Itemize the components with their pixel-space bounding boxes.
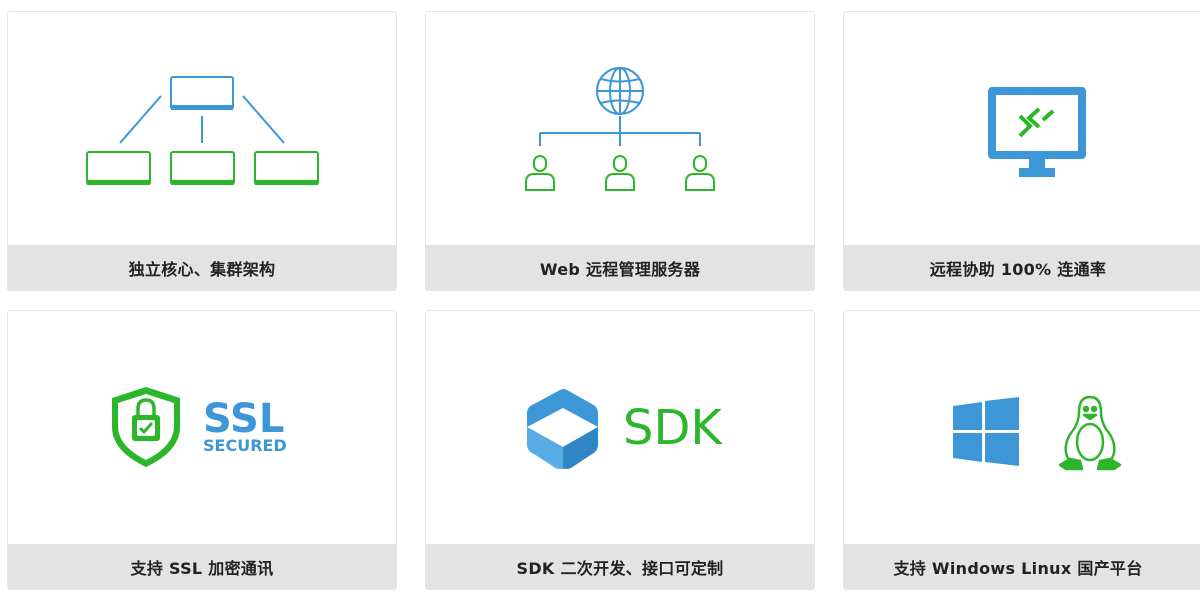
feature-card-ssl: SSL SECURED 支持 SSL 加密通讯 (7, 310, 397, 590)
feature-card-sdk: SDK SDK 二次开发、接口可定制 (425, 310, 815, 590)
feature-caption: Web 远程管理服务器 (426, 245, 814, 290)
web-management-globe-icon (426, 12, 814, 246)
ssl-badge-title: SSL (203, 396, 284, 442)
feature-card-web-management: Web 远程管理服务器 (425, 11, 815, 291)
remote-desktop-monitor-icon (844, 12, 1200, 246)
feature-card-platforms: 支持 Windows Linux 国产平台 (843, 310, 1200, 590)
ssl-badge-subtitle: SECURED (203, 436, 287, 455)
linux-tux-icon (1058, 395, 1122, 471)
windows-linux-platform-icon (844, 311, 1200, 545)
sdk-logo-text: SDK (623, 400, 723, 456)
sdk-logo-icon: SDK (426, 311, 814, 545)
feature-caption: 远程协助 100% 连通率 (844, 245, 1200, 290)
feature-card-cluster: 独立核心、集群架构 (7, 11, 397, 291)
feature-card-remote-assist: 远程协助 100% 连通率 (843, 11, 1200, 291)
ssl-shield-lock-icon: SSL SECURED (8, 311, 396, 545)
windows-logo-icon (953, 397, 1019, 466)
cluster-architecture-icon (8, 12, 396, 246)
feature-caption: 支持 Windows Linux 国产平台 (844, 544, 1200, 589)
feature-caption: 独立核心、集群架构 (8, 245, 396, 290)
feature-caption: SDK 二次开发、接口可定制 (426, 544, 814, 589)
feature-caption: 支持 SSL 加密通讯 (8, 544, 396, 589)
